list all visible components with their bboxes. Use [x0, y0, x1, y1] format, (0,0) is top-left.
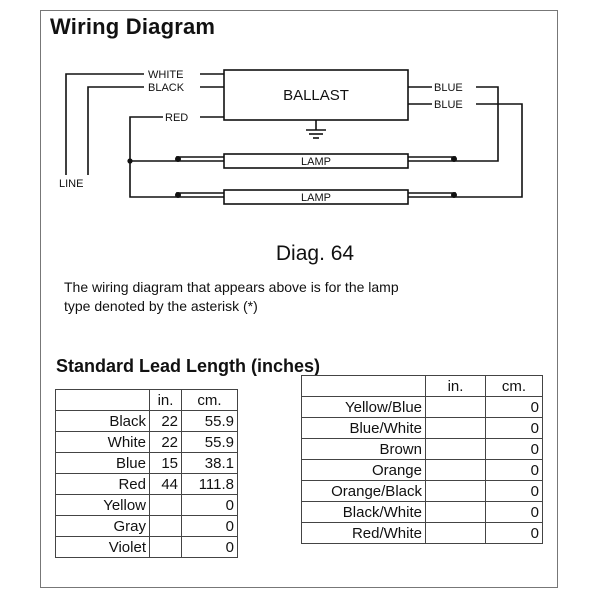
lead-color-cell: Violet [55, 536, 150, 558]
lead-cm-cell: 0 [485, 438, 543, 460]
table-row: Orange/Black 0 [301, 480, 543, 502]
lead-inches-cell [425, 501, 486, 523]
lead-color-cell: Yellow [55, 494, 150, 516]
lead-cm-cell: 0 [485, 396, 543, 418]
lead-color-cell: Blue [55, 452, 150, 474]
wire-label-line: LINE [59, 178, 83, 190]
lead-cm-cell: 0 [181, 515, 238, 537]
lead-inches-cell [149, 494, 182, 516]
table-header-row: in. cm. [301, 375, 543, 397]
white-wire-line [65, 73, 144, 175]
lead-color-cell: White [55, 431, 150, 453]
ballast-box [223, 69, 409, 121]
table-row: Red/White 0 [301, 522, 543, 544]
lead-inches-cell [425, 396, 486, 418]
lead-color-cell: Black/White [301, 501, 426, 523]
wiring-diagram: WHITE BLACK RED BLUE BLUE LINE BALLAST L… [59, 69, 523, 205]
lead-cm-cell: 38.1 [181, 452, 238, 474]
black-wire-line [87, 86, 144, 175]
lead-cm-cell: 0 [485, 480, 543, 502]
header-empty [301, 375, 426, 397]
lead-inches-cell [425, 522, 486, 544]
lead-inches-cell: 44 [149, 473, 182, 495]
lead-color-cell: Gray [55, 515, 150, 537]
lead-inches-cell [425, 438, 486, 460]
page-title: Wiring Diagram [50, 14, 216, 39]
table-row: Yellow/Blue 0 [301, 396, 543, 418]
lead-color-cell: Blue/White [301, 417, 426, 439]
table-row: Gray 0 [55, 515, 238, 537]
blue-wire-2-run [456, 103, 523, 198]
lead-cm-cell: 0 [181, 494, 238, 516]
lead-table-title: Standard Lead Length (inches) [56, 356, 321, 376]
figure-frame [40, 10, 558, 588]
wire-label-black: BLACK [148, 82, 185, 94]
lead-color-cell: Red/White [301, 522, 426, 544]
diagram-number: Diag. 64 [275, 242, 355, 265]
header-empty [55, 389, 150, 411]
lead-inches-cell [425, 459, 486, 481]
header-cm: cm. [181, 389, 238, 411]
lead-color-cell: Black [55, 410, 150, 432]
lead-inches-cell [149, 515, 182, 537]
table-row: Yellow 0 [55, 494, 238, 516]
lamp1-pin-dot-right [451, 156, 457, 162]
lead-cm-cell: 0 [181, 536, 238, 558]
table-row: Violet 0 [55, 536, 238, 558]
header-in: in. [425, 375, 486, 397]
lead-color-cell: Yellow/Blue [301, 396, 426, 418]
lead-color-cell: Orange [301, 459, 426, 481]
lead-cm-cell: 55.9 [181, 431, 238, 453]
lamp2-pin-dot-left [175, 192, 181, 198]
lead-cm-cell: 55.9 [181, 410, 238, 432]
blue-wire-1-run [456, 86, 499, 162]
lamp-label-2: LAMP [301, 192, 331, 204]
table-row: Orange 0 [301, 459, 543, 481]
lead-inches-cell: 22 [149, 410, 182, 432]
lamp1-pin-dot-left [175, 156, 181, 162]
lead-cm-cell: 0 [485, 522, 543, 544]
red-wire-line [129, 116, 176, 198]
diagram-note: The wiring diagram that appears above is… [64, 279, 399, 314]
lamp2-pin-dot-right [451, 192, 457, 198]
ballast-label: BALLAST [283, 87, 349, 104]
lead-color-cell: Brown [301, 438, 426, 460]
lead-cm-cell: 0 [485, 417, 543, 439]
lead-cm-cell: 111.8 [181, 473, 238, 495]
lead-color-cell: Red [55, 473, 150, 495]
table-row: Brown 0 [301, 438, 543, 460]
lead-inches-cell: 15 [149, 452, 182, 474]
lead-inches-cell [425, 417, 486, 439]
lead-cm-cell: 0 [485, 459, 543, 481]
wire-label-white: WHITE [148, 69, 183, 81]
wire-label-blue-1: BLUE [434, 82, 463, 94]
wire-label-red: RED [165, 112, 188, 124]
lead-inches-cell [149, 536, 182, 558]
header-cm: cm. [485, 375, 543, 397]
header-in: in. [149, 389, 182, 411]
lamp-label-1: LAMP [301, 156, 331, 168]
lead-color-cell: Orange/Black [301, 480, 426, 502]
junction-dot [127, 158, 133, 164]
lead-inches-cell [425, 480, 486, 502]
table-row: Blue/White 0 [301, 417, 543, 439]
lead-inches-cell: 22 [149, 431, 182, 453]
table-header-row: in. cm. [55, 389, 238, 411]
lead-cm-cell: 0 [485, 501, 543, 523]
wire-label-blue-2: BLUE [434, 99, 463, 111]
table-row: Black/White 0 [301, 501, 543, 523]
